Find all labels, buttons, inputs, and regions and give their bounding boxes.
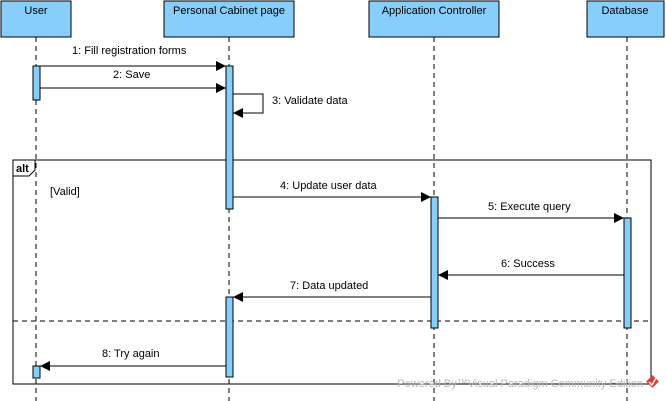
- svg-text:6: Success: 6: Success: [501, 258, 555, 270]
- activation-personal-cabinet-2: [225, 296, 234, 378]
- watermark-text: Powered By™Visual Paradigm Community Edi…: [397, 378, 643, 390]
- message-2-number: 2: [113, 69, 119, 81]
- lifeline-header-personal-cabinet[interactable]: Personal Cabinet page: [163, 0, 295, 38]
- message-1-number: 1: [72, 45, 78, 57]
- svg-text:5: Execute query: 5: Execute query: [488, 201, 571, 213]
- lifeline-header-database[interactable]: Database: [586, 0, 665, 38]
- activation-database-1: [623, 217, 632, 329]
- message-6[interactable]: 6: Success: [438, 258, 624, 280]
- alt-operator-label: alt: [16, 163, 29, 175]
- svg-text:3: Validate data: 3: Validate data: [272, 95, 349, 107]
- message-6-number: 6: [501, 258, 507, 270]
- message-5[interactable]: 5: Execute query: [438, 201, 624, 223]
- activation-user-1: [32, 65, 41, 101]
- activation-bars: [32, 65, 632, 379]
- alt-operator-tab: [12, 160, 36, 177]
- lifeline-name-application-controller: Application Controller: [382, 5, 487, 17]
- message-4-label: Update user data: [292, 180, 377, 192]
- message-8-label: Try again: [114, 348, 159, 360]
- lifeline-name-database: Database: [601, 5, 648, 17]
- lifeline-name-user: User: [24, 5, 48, 17]
- message-2[interactable]: 2: Save: [40, 69, 226, 93]
- message-1-label: Fill registration forms: [84, 45, 187, 57]
- message-2-label: Save: [125, 69, 150, 81]
- message-7[interactable]: 7: Data updated: [233, 280, 431, 302]
- watermark: Powered By™Visual Paradigm Community Edi…: [397, 375, 659, 390]
- svg-text:4: Update user data: 4: Update user data: [280, 180, 378, 192]
- activation-application-controller-1: [430, 196, 439, 329]
- message-1[interactable]: 1: Fill registration forms: [40, 45, 226, 71]
- alt-guard-label: [Valid]: [50, 186, 80, 198]
- svg-text:7: Data updated: 7: Data updated: [290, 280, 368, 292]
- lifeline-header-application-controller[interactable]: Application Controller: [368, 0, 500, 38]
- message-5-label: Execute query: [500, 201, 571, 213]
- message-3-label: Validate data: [284, 95, 348, 107]
- alt-fragment[interactable]: alt [Valid]: [12, 159, 652, 385]
- svg-text:8: Try again: 8: Try again: [102, 348, 160, 360]
- message-7-label: Data updated: [302, 280, 368, 292]
- svg-text:1: Fill registration forms: 1: Fill registration forms: [72, 45, 187, 57]
- message-4-number: 4: [280, 180, 286, 192]
- lifeline-header-user[interactable]: User: [0, 0, 72, 38]
- svg-text:2: Save: 2: Save: [113, 69, 150, 81]
- lifeline-name-personal-cabinet: Personal Cabinet page: [173, 5, 285, 17]
- message-3-number: 3: [272, 95, 278, 107]
- message-7-number: 7: [290, 280, 296, 292]
- message-5-number: 5: [488, 201, 494, 213]
- activation-personal-cabinet-1: [225, 65, 234, 210]
- message-3-self[interactable]: 3: Validate data: [233, 93, 349, 118]
- message-4[interactable]: 4: Update user data: [233, 180, 431, 202]
- message-8[interactable]: 8: Try again: [40, 348, 226, 371]
- visual-paradigm-logo-icon: [646, 375, 659, 388]
- message-6-label: Success: [513, 258, 555, 270]
- lifeline-lines: [35, 37, 628, 401]
- activation-user-2: [32, 365, 41, 379]
- message-8-number: 8: [102, 348, 108, 360]
